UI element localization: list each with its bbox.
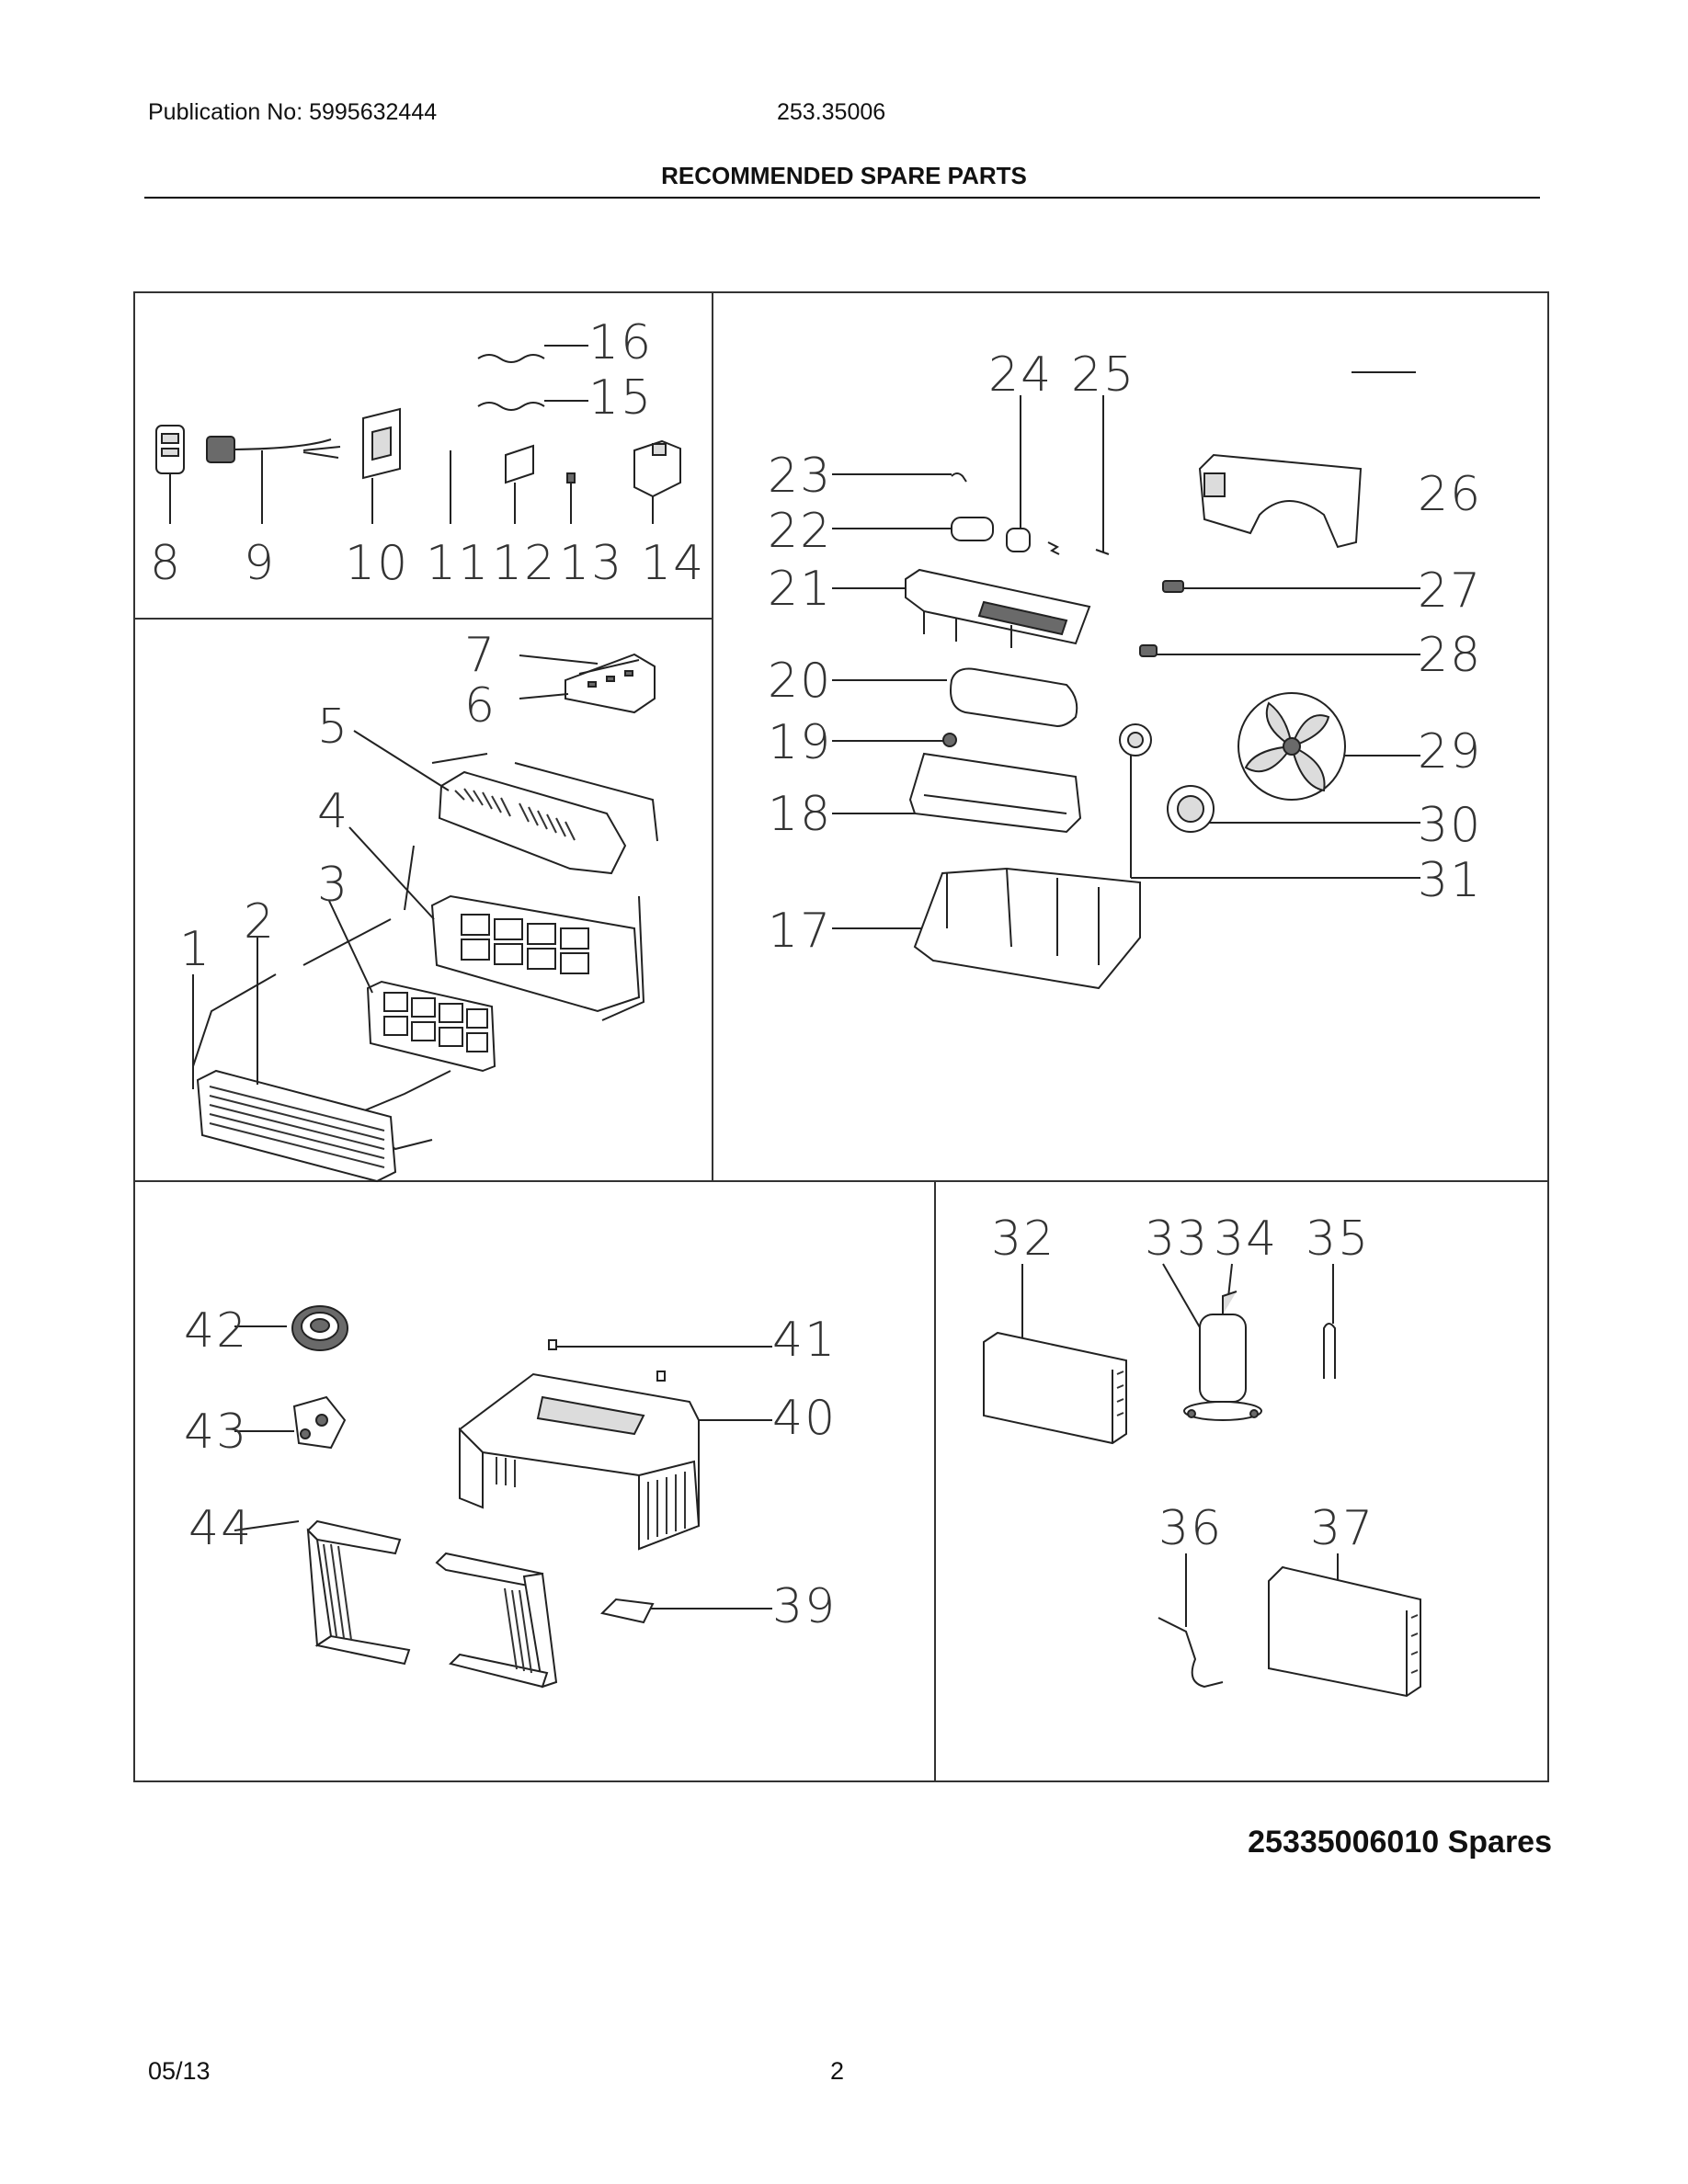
label-15: 15: [588, 370, 653, 426]
label-20: 20: [768, 654, 832, 709]
panel-cabinet: 42 43 44 41 40 39: [184, 1303, 837, 1689]
label-36: 36: [1158, 1501, 1223, 1556]
fan-blade-part-29: [1237, 692, 1346, 801]
label-16: 16: [588, 315, 653, 370]
page-number: 2: [830, 2057, 845, 2085]
panel-refrigeration: 32 33 34 35 36 37: [983, 1211, 1421, 1698]
label-7: 7: [464, 628, 496, 683]
air-filter-part-3: [366, 980, 496, 1073]
label-5: 5: [317, 700, 349, 755]
foam-seal-roll-part-42: [291, 1305, 348, 1351]
label-11: 11: [426, 536, 490, 591]
label-24: 24: [988, 347, 1053, 403]
diagram-frame: [133, 291, 1549, 1782]
footer-date: 05/13: [148, 2057, 211, 2085]
label-32: 32: [991, 1211, 1055, 1267]
clip-part-41: [548, 1339, 557, 1350]
selector-switch-part-14: [633, 439, 681, 498]
title-rule: [144, 197, 1540, 199]
label-3: 3: [317, 858, 349, 913]
label-44: 44: [188, 1501, 253, 1556]
label-9: 9: [244, 536, 276, 591]
label-40: 40: [772, 1391, 837, 1446]
top-grille-part-5: [438, 770, 627, 875]
control-panel-part-6: [565, 653, 656, 714]
part-28: [1139, 644, 1158, 657]
panel-fan-assembly: 24 25 23 22 21 20 19 18 17 26 27 28 29 3…: [768, 347, 1482, 990]
label-31: 31: [1418, 853, 1482, 908]
fan-motor-part-30: [1167, 785, 1215, 833]
evaporator-coil-part-32: [983, 1331, 1127, 1445]
front-frame-part-4: [430, 894, 641, 1013]
tube-part-35: [1323, 1323, 1336, 1379]
label-10: 10: [345, 536, 409, 591]
label-17: 17: [768, 904, 832, 959]
label-1: 1: [179, 922, 211, 977]
label-2: 2: [244, 894, 276, 950]
model-number: 253.35006: [777, 99, 886, 125]
power-cord-plug-part-9: [206, 436, 235, 463]
label-25: 25: [1071, 347, 1135, 403]
label-42: 42: [184, 1303, 248, 1359]
base-pan-part-17: [913, 867, 1141, 990]
panel-front: 7 6 5 4 3 2 1: [179, 628, 658, 1183]
label-28: 28: [1418, 628, 1482, 683]
wire-part-15: [477, 402, 545, 411]
label-21: 21: [768, 562, 832, 617]
bearing-part-19: [942, 733, 957, 747]
label-22: 22: [768, 504, 832, 559]
label-34: 34: [1214, 1211, 1278, 1267]
label-14: 14: [641, 536, 705, 591]
drain-tray-part-18: [908, 752, 1082, 834]
bushing-part-24: [1006, 528, 1031, 552]
page-title: RECOMMENDED SPARE PARTS: [661, 162, 1027, 189]
publication-number: Publication No: 5995632444: [148, 99, 438, 125]
label-4: 4: [317, 784, 349, 839]
label-12: 12: [492, 536, 556, 591]
diagram-caption: 25335006010 Spares: [1248, 1825, 1552, 1860]
capillary-tube-part-36: [1158, 1617, 1224, 1689]
wire-part-16: [477, 354, 545, 363]
motor-part-31: [1119, 723, 1152, 756]
part-27: [1162, 580, 1184, 593]
label-43: 43: [184, 1405, 248, 1460]
small-part-13: [566, 472, 576, 483]
blower-wheel-part-20: [950, 667, 1078, 728]
label-26: 26: [1418, 467, 1482, 522]
fan-shroud-part-26: [1198, 453, 1363, 549]
window-panels-part-44: [306, 1519, 558, 1689]
label-33: 33: [1145, 1211, 1209, 1267]
label-37: 37: [1310, 1501, 1374, 1556]
label-39: 39: [772, 1579, 837, 1634]
control-board-part-12: [505, 444, 534, 484]
support-bracket-part-39: [600, 1598, 655, 1624]
compressor-part-33: [1183, 1291, 1262, 1421]
panel-controls: 16 15 8 9 10 11 12 13 14: [150, 315, 705, 591]
label-27: 27: [1418, 563, 1482, 619]
label-23: 23: [768, 449, 832, 504]
label-35: 35: [1306, 1211, 1370, 1267]
label-19: 19: [768, 715, 832, 770]
cabinet-part-40: [458, 1371, 701, 1551]
label-13: 13: [559, 536, 623, 591]
spring-part-25: [1047, 541, 1060, 555]
label-18: 18: [768, 787, 832, 842]
label-41: 41: [772, 1313, 837, 1368]
clip-part-23: [951, 472, 967, 483]
condenser-coil-part-37: [1268, 1565, 1421, 1698]
tube-part-22: [951, 517, 994, 541]
label-29: 29: [1418, 724, 1482, 779]
label-30: 30: [1418, 798, 1482, 853]
label-8: 8: [150, 536, 182, 591]
label-6: 6: [464, 678, 496, 734]
